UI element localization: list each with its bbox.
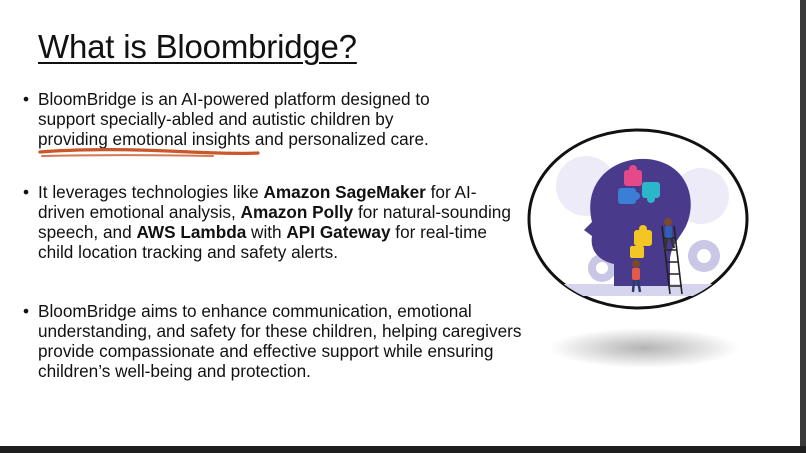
bullet-1-line-1: BloomBridge is an AI-powered platform de… xyxy=(38,89,430,109)
sagemaker-term: Amazon SageMaker xyxy=(263,182,426,202)
person-with-puzzle xyxy=(630,246,644,293)
bullet-dot: • xyxy=(23,89,30,109)
highlight-squiggle xyxy=(38,148,260,157)
puzzle-piece-teal xyxy=(642,182,660,198)
bullet-dot: • xyxy=(23,182,30,202)
bullet-2-text: It leverages technologies like Amazon Sa… xyxy=(38,182,523,262)
bullet-2-text-part: for natural-sounding speech, and xyxy=(38,202,511,242)
head-silhouette xyxy=(584,158,691,286)
puzzle-piece-yellow xyxy=(634,230,652,246)
slide-title: What is Bloombridge? xyxy=(38,28,357,65)
window-edge-bottom xyxy=(0,446,806,453)
lambda-term: AWS Lambda xyxy=(136,222,247,242)
bullet-2-text-part: for AI-driven emotional analysis, xyxy=(38,182,477,222)
bullet-2-text-part: It leverages technologies like xyxy=(38,182,264,202)
presentation-slide: What is Bloombridge? • BloomBridge is an… xyxy=(0,0,800,446)
bullet-3-text: BloomBridge aims to enhance communicatio… xyxy=(38,301,522,381)
ladder xyxy=(661,225,683,295)
polly-term: Amazon Polly xyxy=(240,202,354,222)
api-gateway-term: API Gateway xyxy=(286,222,391,242)
bullet-2-text-part: with xyxy=(246,222,287,242)
head-puzzle-illustration xyxy=(527,128,749,368)
bullet-1-text: BloomBridge is an AI-powered platform de… xyxy=(38,89,523,149)
bullet-1-line-3: providing emotional insights and persona… xyxy=(38,129,429,149)
person-on-ladder xyxy=(663,218,676,251)
puzzle-piece-blue xyxy=(618,188,636,204)
bullet-dot: • xyxy=(23,301,30,321)
puzzle-piece-pink xyxy=(624,170,642,186)
bullet-2-text-part: for real-time child location tracking an… xyxy=(38,222,487,262)
bullet-1-line-2: support specially-abled and autistic chi… xyxy=(38,109,394,129)
illustration-shadow xyxy=(549,328,739,368)
window-edge-right xyxy=(800,0,806,453)
